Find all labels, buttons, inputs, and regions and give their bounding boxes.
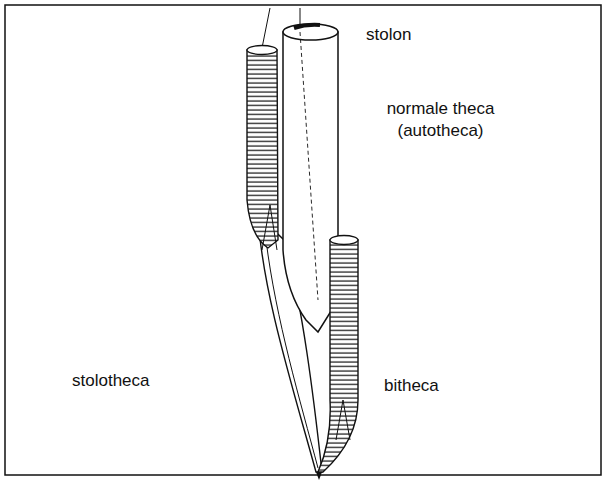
sicula-tip — [316, 472, 322, 480]
bitheca-aperture — [330, 236, 358, 245]
left-theca — [247, 50, 278, 248]
aperture-shade — [294, 25, 320, 28]
part-label: bitheca — [384, 375, 504, 397]
part-label: stolotheca — [72, 370, 192, 392]
stolon-dashed — [300, 32, 318, 300]
left-theca-aperture — [247, 46, 277, 55]
part-label: normale theca (autotheca) — [378, 98, 503, 142]
bitheca — [318, 240, 358, 472]
left-theca-base — [262, 205, 277, 250]
bitheca-base — [336, 400, 350, 440]
stolon-thread — [262, 8, 270, 48]
part-label: stolon — [366, 24, 486, 46]
autotheca-aperture — [283, 24, 338, 40]
frame — [5, 5, 601, 475]
